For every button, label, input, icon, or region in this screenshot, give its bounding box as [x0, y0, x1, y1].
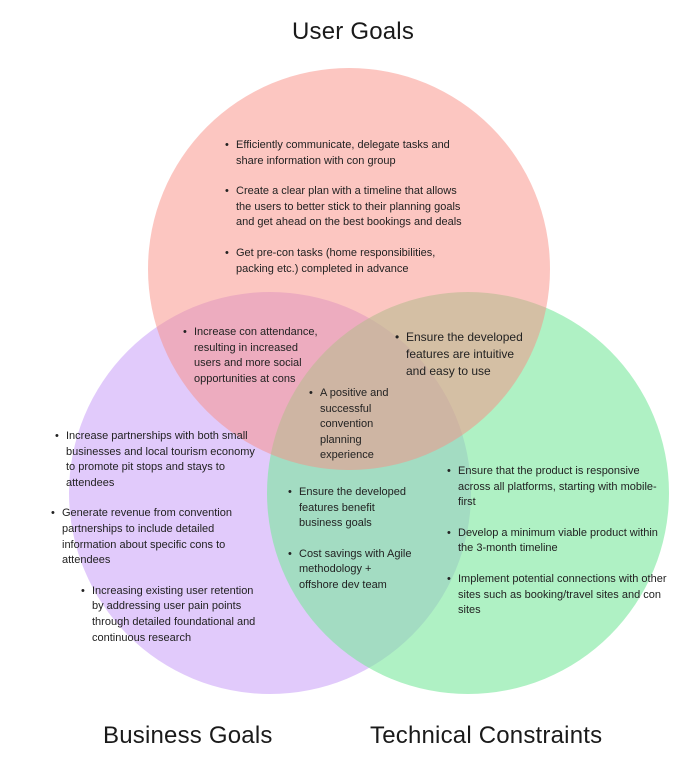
business-goals-list: Increase partnerships with both small bu… — [51, 429, 260, 646]
list-item: Increase partnerships with both small bu… — [55, 429, 260, 491]
list-item: Develop a minimum viable product within … — [447, 526, 672, 557]
list-item: Ensure the developed features are intuit… — [395, 329, 525, 380]
user-technical-overlap-list: Ensure the developed features are intuit… — [395, 329, 525, 380]
user-business-overlap-list: Increase con attendance, resulting in in… — [183, 325, 323, 387]
technical-constraints-list: Ensure that the product is responsive ac… — [447, 464, 672, 619]
list-item: Cost savings with Agile methodology + of… — [288, 547, 413, 594]
business-goals-title: Business Goals — [103, 722, 273, 749]
list-item: Get pre-con tasks (home responsibilities… — [225, 246, 475, 277]
list-item: Create a clear plan with a timeline that… — [225, 184, 475, 231]
list-item: Implement potential connections with oth… — [447, 572, 672, 619]
list-item: Generate revenue from convention partner… — [51, 506, 260, 568]
list-item: Increase con attendance, resulting in in… — [183, 325, 323, 387]
user-goals-title: User Goals — [292, 18, 415, 45]
technical-constraints-title: Technical Constraints — [370, 722, 603, 749]
business-technical-overlap-list: Ensure the developed features benefit bu… — [288, 485, 413, 594]
list-item: A positive and successful convention pla… — [309, 386, 399, 464]
list-item: Ensure the developed features benefit bu… — [288, 485, 413, 532]
list-item: Efficiently communicate, delegate tasks … — [225, 138, 475, 169]
list-item: Increasing existing user retention by ad… — [81, 584, 260, 646]
user-goals-list: Efficiently communicate, delegate tasks … — [225, 138, 475, 277]
list-item: Ensure that the product is responsive ac… — [447, 464, 672, 511]
center-overlap-list: A positive and successful convention pla… — [309, 386, 399, 464]
